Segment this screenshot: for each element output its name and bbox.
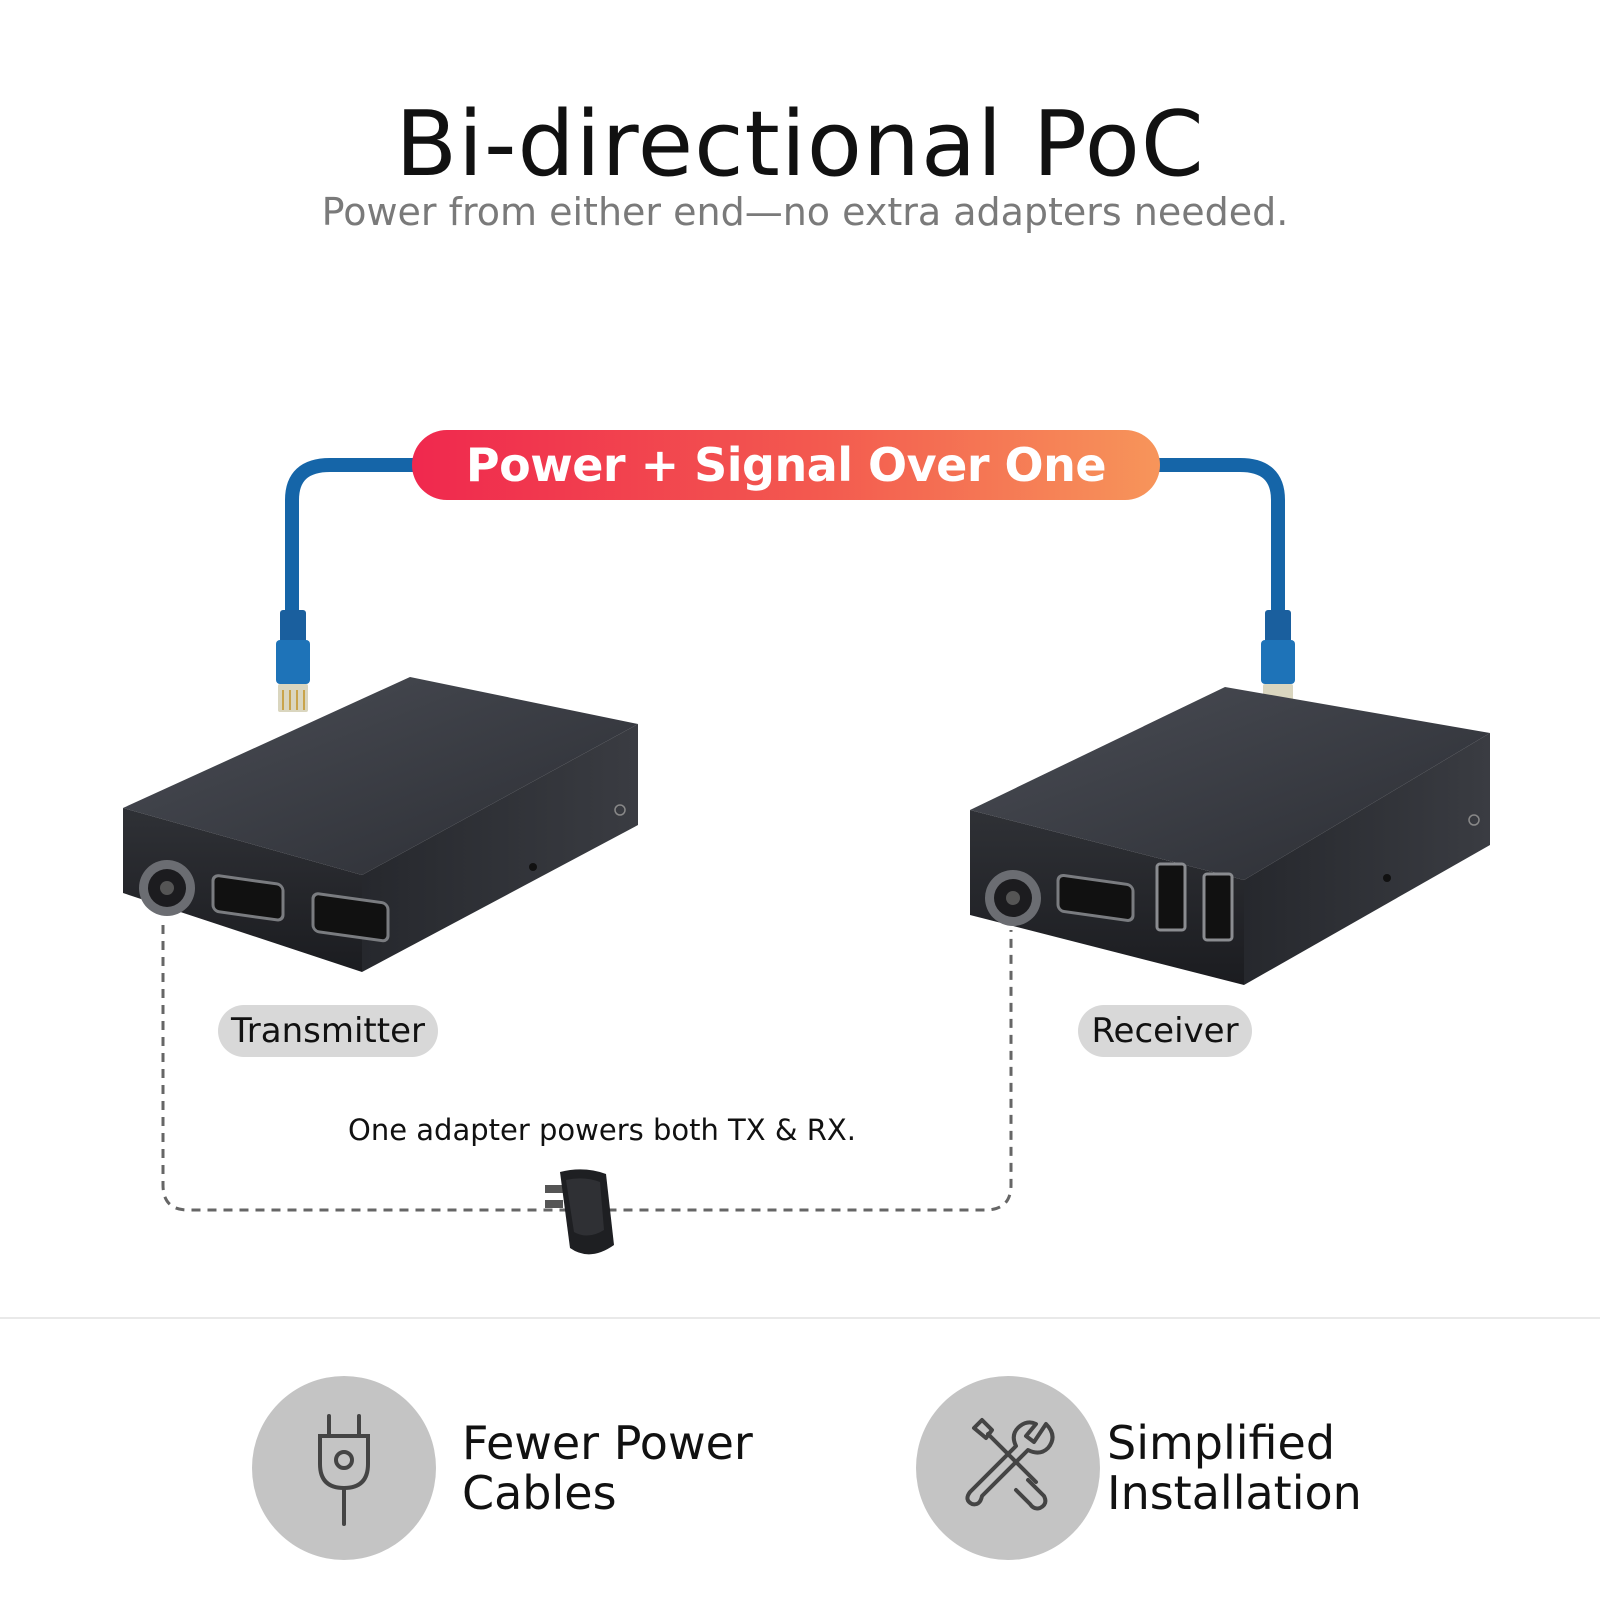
page-title: Bi-directional PoC <box>395 92 1205 197</box>
transmitter-label: Transmitter <box>218 1005 438 1057</box>
power-adapter-icon <box>545 1169 614 1255</box>
feature-line2: Installation <box>1107 1466 1362 1520</box>
power-line-dashed <box>161 925 1013 1212</box>
feature-icon-circle <box>252 1376 436 1560</box>
feature-line1: Simplified <box>1107 1416 1336 1470</box>
rj45-connector-right <box>1261 610 1295 704</box>
receiver-device <box>970 687 1490 985</box>
tools-icon <box>965 1418 1055 1511</box>
transmitter-device <box>123 677 638 972</box>
power-plug-icon <box>318 1414 370 1526</box>
feature-simplified-installation: Simplified Installation <box>1107 1418 1362 1518</box>
receiver-label: Receiver <box>1078 1005 1252 1057</box>
feature-icon-circle <box>916 1376 1100 1560</box>
feature-line2: Cables <box>462 1466 617 1520</box>
cable-banner: Power + Signal Over One Cable <box>412 430 1160 562</box>
page-subtitle: Power from either end—no extra adapters … <box>321 190 1289 234</box>
section-divider <box>0 1317 1600 1319</box>
rj45-connector-left <box>276 610 310 712</box>
adapter-note: One adapter powers both TX & RX. <box>348 1113 856 1147</box>
feature-fewer-cables: Fewer Power Cables <box>462 1418 753 1518</box>
feature-line1: Fewer Power <box>462 1416 753 1470</box>
